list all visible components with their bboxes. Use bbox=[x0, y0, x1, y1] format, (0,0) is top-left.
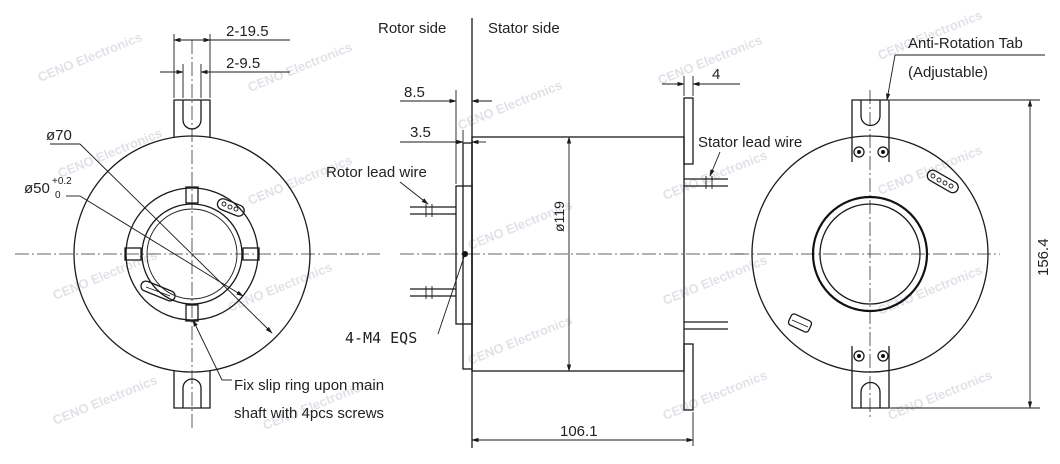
dim-8-5: 8.5 bbox=[404, 84, 425, 101]
height-label: 156.4 bbox=[1035, 238, 1052, 276]
screw-note-line2: shaft with 4pcs screws bbox=[234, 405, 384, 422]
watermark: CENO Electronics bbox=[226, 259, 335, 315]
stator-lead-wire-top bbox=[684, 176, 728, 189]
watermark: CENO Electronics bbox=[661, 252, 770, 308]
rotor-side-label: Rotor side bbox=[378, 20, 446, 37]
watermark: CENO Electronics bbox=[246, 39, 355, 95]
watermark: CENO Electronics bbox=[656, 32, 765, 88]
rear-connector-top-right bbox=[926, 169, 959, 194]
screw-slot-right bbox=[242, 247, 260, 261]
screw-note-leader bbox=[192, 319, 223, 381]
rear-bore-outer bbox=[811, 195, 929, 313]
thread-note: 4-M4 EQS bbox=[345, 329, 417, 347]
bore-inner-circle bbox=[146, 208, 238, 300]
tab-label-leader bbox=[886, 54, 896, 101]
screw-slot-top bbox=[185, 186, 199, 204]
anti-rotation-tab-bottom bbox=[851, 346, 890, 409]
diameter-leader-50 bbox=[79, 195, 244, 297]
watermark: CENO Electronics bbox=[886, 367, 995, 423]
watermark: CENO Electronics bbox=[661, 367, 770, 423]
diameter-leader-70 bbox=[79, 143, 273, 334]
length-label: 106.1 bbox=[560, 423, 598, 440]
front-bottom-tab bbox=[173, 370, 211, 409]
tab-label-line2: (Adjustable) bbox=[908, 64, 988, 81]
bore-circle bbox=[141, 203, 243, 305]
rotor-lead-wire-label: Rotor lead wire bbox=[326, 164, 427, 181]
stator-lead-wire-bottom bbox=[684, 321, 728, 330]
flange-ring bbox=[125, 187, 259, 321]
watermark: CENO Electronics bbox=[51, 247, 160, 303]
outer-housing-circle bbox=[73, 135, 311, 373]
rear-bore-inner bbox=[819, 203, 921, 305]
tab-label-line1: Anti-Rotation Tab bbox=[908, 35, 1023, 52]
dia-bore-tol-upper: +0.2 bbox=[52, 176, 72, 187]
watermark: CENO Electronics bbox=[51, 372, 160, 428]
anti-rotation-tab-top bbox=[851, 99, 890, 162]
dia-bore-label: ø50 bbox=[24, 180, 50, 197]
rear-connector-bottom-left bbox=[787, 313, 813, 333]
watermark: CENO Electronics bbox=[876, 142, 985, 198]
thread-note-leader bbox=[437, 253, 466, 335]
stator-body bbox=[471, 136, 685, 372]
side-view: Rotor side Stator side bbox=[326, 18, 802, 448]
stator-tab-top bbox=[683, 97, 694, 165]
rear-view: Anti-Rotation Tab (Adjustable) 156.4 bbox=[735, 35, 1052, 420]
front-view: 2-19.5 2-9.5 ø70 ø50 +0.2 0 Fix slip rin… bbox=[15, 23, 384, 430]
stator-lead-wire-label: Stator lead wire bbox=[698, 134, 802, 151]
dim-top-outer: 2-19.5 bbox=[226, 23, 269, 40]
dia-bore-tol-lower: 0 bbox=[55, 190, 61, 201]
rotor-lead-wire-top bbox=[410, 204, 456, 217]
dia-body-label: ø119 bbox=[551, 201, 567, 232]
dim-3-5: 3.5 bbox=[410, 124, 431, 141]
connector-bottom-left bbox=[140, 280, 176, 302]
rear-outer-circle bbox=[751, 135, 989, 373]
watermark: CENO Electronics bbox=[36, 29, 145, 85]
dim-top-inner: 2-9.5 bbox=[226, 55, 260, 72]
rotor-lead-wire-bottom bbox=[410, 286, 456, 299]
connector-top-right bbox=[216, 198, 245, 217]
watermark: CENO Electronics bbox=[466, 312, 575, 368]
watermark: CENO Electronics bbox=[876, 262, 985, 318]
stator-lead-wire-leader bbox=[709, 151, 721, 177]
dia-outer-label: ø70 bbox=[46, 127, 72, 144]
rotor-lead-wire-leader bbox=[399, 181, 429, 205]
watermarks: CENO Electronics CENO Electronics CENO E… bbox=[36, 7, 995, 433]
watermark: CENO Electronics bbox=[661, 147, 770, 203]
dim-4: 4 bbox=[712, 66, 720, 83]
screw-note-line1: Fix slip ring upon main bbox=[234, 377, 384, 394]
screw-slot-left bbox=[124, 247, 142, 261]
stator-side-label: Stator side bbox=[488, 20, 560, 37]
stator-tab-bottom bbox=[683, 343, 694, 411]
screw-slot-bottom bbox=[185, 304, 199, 322]
front-top-tab bbox=[173, 99, 211, 138]
